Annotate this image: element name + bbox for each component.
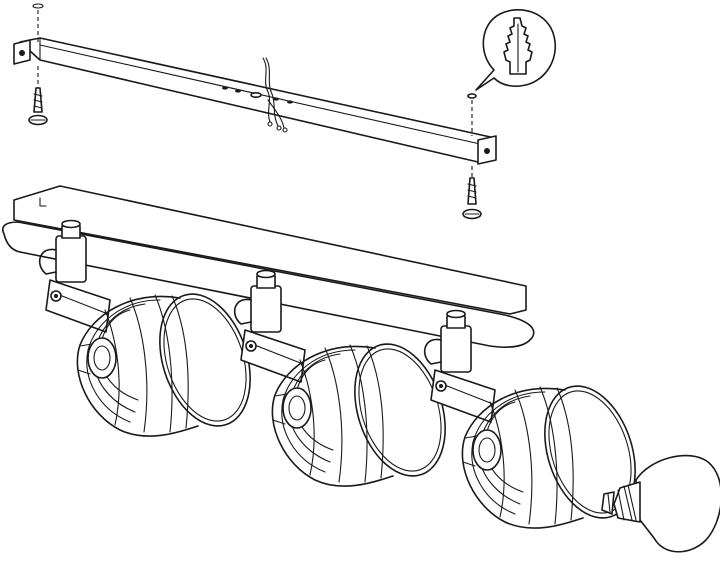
light-bulb — [601, 454, 720, 553]
screw-left — [28, 3, 48, 126]
mounting-bracket — [13, 37, 497, 165]
wall-plug-detail — [475, 9, 557, 91]
supply-wires — [262, 57, 288, 133]
screw-right — [462, 93, 482, 220]
